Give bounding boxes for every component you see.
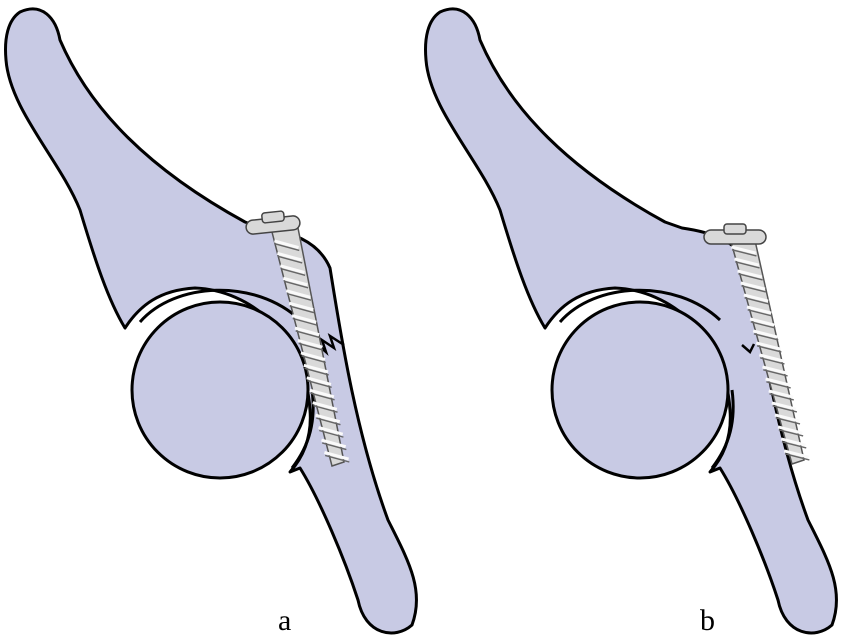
screw-thread — [737, 269, 763, 279]
screw-thread — [768, 389, 794, 399]
screw-thread — [771, 401, 797, 411]
screw-thread-edge — [301, 355, 326, 364]
screw-thread-edge — [298, 342, 323, 351]
screw-thread-edge — [778, 429, 804, 437]
screw-thread — [777, 425, 803, 435]
screw-thread — [734, 257, 760, 267]
screw-thread — [279, 264, 305, 274]
screw-thread — [303, 363, 329, 374]
panel-b: b — [424, 7, 838, 637]
screw-thread — [306, 376, 332, 386]
screw-a — [245, 210, 350, 467]
screw-thread — [752, 329, 778, 339]
screw-thread — [755, 341, 781, 351]
screw-thread — [285, 289, 311, 299]
screw-thread-edge — [775, 417, 801, 425]
screw-thread-edge — [283, 280, 309, 289]
screw-thread-edge — [322, 442, 347, 451]
articular-surface-a — [138, 288, 302, 323]
screw-thread-edge — [731, 249, 757, 257]
screw-thread — [294, 326, 320, 337]
screw-thread — [731, 245, 757, 255]
screw-thread — [309, 388, 335, 399]
screw-thread-edge — [772, 405, 798, 413]
screw-thread-edge — [307, 380, 332, 389]
scapula-shape-b — [424, 7, 838, 635]
screw-thread-edge — [744, 297, 770, 305]
screw-thread-edge — [735, 261, 760, 269]
screw-thread-edge — [310, 392, 335, 401]
screw-thread-edge — [741, 285, 766, 293]
screw-thread-edge — [784, 453, 810, 461]
screw-thread — [759, 353, 785, 363]
screw-thread — [743, 293, 769, 303]
screw-thread-edge — [274, 243, 300, 252]
screw-thread — [282, 276, 308, 287]
screw-thread — [762, 365, 788, 375]
screw-thread-edge — [763, 369, 788, 377]
screw-thread — [324, 451, 350, 461]
screw-thread — [300, 351, 326, 361]
screw-thread-edge — [280, 268, 306, 277]
screw-thread-edge — [769, 393, 794, 401]
screw-thread-edge — [750, 321, 776, 329]
screw-thread — [774, 413, 800, 423]
screw-thread-edge — [324, 454, 350, 463]
screw-thread — [318, 426, 344, 436]
articular-surface-inner-a — [290, 389, 315, 469]
screw-thread — [780, 437, 806, 447]
screw-thread-edge — [753, 333, 779, 341]
screw-thread — [297, 339, 323, 349]
screw-thread — [276, 251, 302, 262]
screw-thread-edge — [747, 309, 773, 317]
articular-surface-b — [558, 288, 722, 323]
fracture-line-a — [317, 333, 345, 356]
screw-thread — [288, 301, 314, 312]
screw-thread-edge — [289, 305, 315, 314]
screw-thread — [312, 401, 338, 411]
screw-thread-edge — [316, 417, 341, 426]
screw-thread-edge — [286, 292, 312, 301]
screw-thread-edge — [759, 357, 785, 365]
screw-b — [703, 223, 810, 465]
screw-thread-edge — [277, 255, 303, 264]
articular-surface-inner-b — [710, 389, 735, 469]
screw-thread-edge — [292, 317, 318, 326]
humeral-head-b — [550, 300, 730, 480]
screw-thread-edge — [319, 429, 344, 438]
panel-label-b: b — [700, 604, 715, 637]
screw-thread-edge — [295, 330, 321, 339]
screw-thread — [740, 281, 766, 291]
screw-thread — [746, 305, 772, 315]
fracture-line-b — [741, 343, 756, 355]
humeral-head-a — [130, 300, 310, 480]
screw-thread — [765, 377, 791, 387]
screw-thread-edge — [756, 345, 782, 353]
screw-thread — [273, 239, 299, 249]
panel-label-a: a — [278, 604, 291, 637]
screw-thread — [321, 438, 347, 449]
panel-a: a — [4, 7, 418, 637]
screw-thread — [315, 413, 341, 424]
screw-thread — [291, 314, 317, 324]
screw-thread-edge — [304, 367, 329, 376]
screw-thread-edge — [313, 404, 338, 413]
screw-thread-edge — [766, 381, 791, 389]
screw-thread-edge — [781, 441, 807, 449]
screw-thread — [783, 449, 809, 459]
screw-thread-edge — [738, 273, 763, 281]
screw-thread — [749, 317, 775, 327]
